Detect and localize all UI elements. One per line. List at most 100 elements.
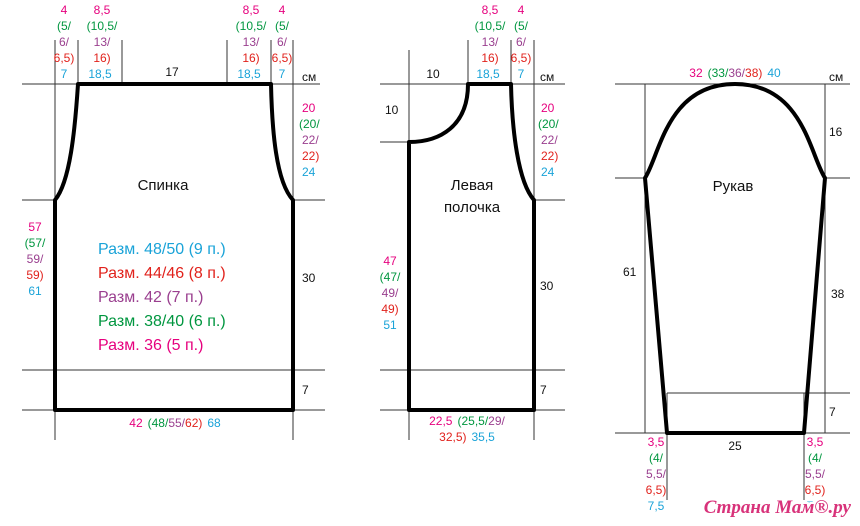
size-42-value: 49/ [382, 286, 399, 300]
back-outline [53, 82, 295, 412]
size-48-value: 24 [302, 165, 316, 179]
back-armhole-col: 20 (20/ 22/ 22) 24 [299, 101, 320, 179]
size-42-value: 13/ [482, 35, 499, 49]
size-48-value: 61 [28, 284, 42, 298]
size-48-value: 18,5 [476, 67, 500, 81]
size-36-value: 57 [28, 220, 42, 234]
back-left-shoulder-col: 8,5 (10,5/ 13/ 16) 18,5 [87, 3, 118, 81]
sleeve-top-width: 32(33/36/38)40 [689, 66, 781, 80]
size-44-value: 22) [302, 149, 319, 163]
size-42-value: 5,5/ [646, 467, 667, 481]
size-48-value: 24 [541, 165, 555, 179]
watermark-logo: Страна Мам®.ру [704, 497, 852, 518]
size-36-value: 3,5 [807, 435, 824, 449]
size-42-value: 59/ [27, 252, 44, 266]
sleeve-length-left: 61 [623, 265, 637, 279]
size-44-value: 16) [481, 51, 498, 65]
size-44-value: 6,5) [646, 483, 667, 497]
size-44-value: 6,5) [511, 51, 532, 65]
sleeve-title: Рукав [713, 178, 754, 195]
size-38-value: (10,5/ [475, 19, 506, 33]
size-38-value: (5/ [275, 19, 290, 33]
legend-size-48-50: Разм. 48/50 (9 п.) [98, 241, 226, 258]
size-36-value: 20 [302, 101, 316, 115]
size-36-value: 3,5 [648, 435, 665, 449]
size-36-value: 8,5 [482, 3, 499, 17]
size-36-value: 8,5 [94, 3, 111, 17]
sleeve-cap-height: 16 [829, 125, 843, 139]
back-armhole-height: 30 [302, 271, 316, 285]
size-44-value: 6,5) [272, 51, 293, 65]
front-neck-width: 10 [426, 67, 440, 81]
size-42-value: 5,5/ [805, 467, 826, 481]
legend-size-42: Разм. 42 (7 п.) [98, 289, 203, 306]
size-38-value: (20/ [538, 117, 559, 131]
front-side-col: 47 (47/ 49/ 49) 51 [380, 254, 401, 332]
sleeve-length-right: 38 [831, 287, 845, 301]
sleeve-unit: см [829, 70, 843, 84]
back-right-neck-col: 4 (5/ 6/ 6,5) 7 [272, 3, 293, 81]
sleeve-cuff-width: 25 [728, 439, 742, 453]
size-38-value: (5/ [57, 19, 72, 33]
size-38-value: (47/ [380, 270, 401, 284]
back-top-width: 17 [165, 65, 179, 79]
front-bottom-width-line2: 32,5)35,5 [439, 430, 495, 444]
legend-size-36: Разм. 36 (5 п.) [98, 337, 203, 354]
legend-size-44-46: Разм. 44/46 (8 п.) [98, 265, 226, 282]
back-dimension-lines [22, 40, 325, 440]
size-48-value: 7 [61, 67, 68, 81]
size-42-value: 6/ [516, 35, 527, 49]
front-outline [407, 82, 536, 412]
size-42-value: 6/ [59, 35, 70, 49]
front-neck-depth: 10 [385, 103, 399, 117]
sleeve-right-bottom-col: 3,5 (4/ 5,5/ 6,5) 7,5 [805, 435, 826, 513]
size-42-value: 13/ [243, 35, 260, 49]
size-38-value: (5/ [514, 19, 529, 33]
size-36-value: 4 [61, 3, 68, 17]
size-36-value: 8,5 [243, 3, 260, 17]
front-neck-col: 4 (5/ 6/ 6,5) 7 [511, 3, 532, 81]
size-36-value: 47 [383, 254, 397, 268]
size-38-value: (20/ [299, 117, 320, 131]
back-left-neck-col: 4 (5/ 6/ 6,5) 7 [54, 3, 75, 81]
size-44-value: 16) [93, 51, 110, 65]
sleeve-cuff-height: 7 [829, 405, 836, 419]
size-36-value: 4 [279, 3, 286, 17]
size-38-value: (4/ [649, 451, 664, 465]
size-48-value: 7 [279, 67, 286, 81]
size-48-value: 18,5 [88, 67, 112, 81]
front-title-line2: полочка [444, 199, 501, 216]
size-38-value: (4/ [808, 451, 823, 465]
back-piece: Спинка 17 см 30 7 4 (5/ 6/ 6,5) 7 8,5 (1… [22, 3, 325, 440]
size-38-value: (10,5/ [87, 19, 118, 33]
back-bottom-width: 42(48/55/62)68 [129, 416, 221, 430]
front-piece: Левая полочка 10 10 см 30 7 8,5 (10,5/ 1… [380, 3, 565, 444]
size-42-value: 22/ [302, 133, 319, 147]
sleeve-left-bottom-col: 3,5 (4/ 5,5/ 6,5) 7,5 [646, 435, 667, 513]
size-48-value: 18,5 [237, 67, 261, 81]
back-unit: см [302, 70, 316, 84]
sleeve-piece: Рукав см 16 38 61 7 25 32(33/36/38)40 3,… [615, 66, 850, 513]
size-38-value: (10,5/ [236, 19, 267, 33]
back-right-shoulder-col: 8,5 (10,5/ 13/ 16) 18,5 [236, 3, 267, 81]
back-side-col: 57 (57/ 59/ 59) 61 [25, 220, 46, 298]
size-44-value: 6,5) [805, 483, 826, 497]
watermark-halo: Страна Мам®.ру [704, 497, 852, 518]
size-44-value: 49) [381, 302, 398, 316]
size-42-value: 6/ [277, 35, 288, 49]
size-44-value: 59) [26, 268, 43, 282]
front-armhole-col: 20 (20/ 22/ 22) 24 [538, 101, 559, 179]
front-armhole-height: 30 [540, 279, 554, 293]
front-title-line1: Левая [451, 177, 493, 194]
size-36-value: 4 [518, 3, 525, 17]
size-48-value: 51 [383, 318, 397, 332]
front-rib-height: 7 [540, 383, 547, 397]
size-42-value: 22/ [541, 133, 558, 147]
size-44-value: 16) [242, 51, 259, 65]
front-shoulder-col: 8,5 (10,5/ 13/ 16) 18,5 [475, 3, 506, 81]
size-48-value: 7,5 [648, 499, 665, 513]
size-48-value: 7,5 [807, 499, 824, 513]
legend-size-38-40: Разм. 38/40 (6 п.) [98, 313, 226, 330]
size-42-value: 13/ [94, 35, 111, 49]
